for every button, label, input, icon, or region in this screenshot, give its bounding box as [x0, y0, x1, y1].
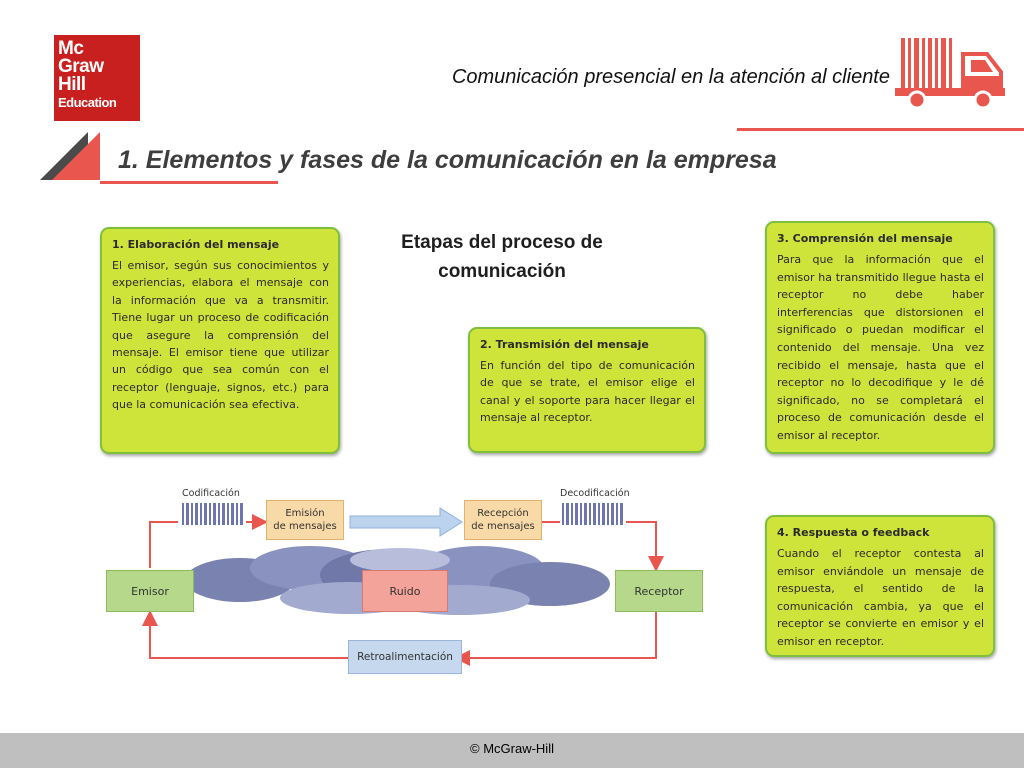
logo-line: Mc [58, 38, 84, 59]
stage-card-transmision: 2. Transmisión del mensaje En función de… [468, 327, 706, 453]
emision-box: Emisión de mensajes [266, 500, 344, 540]
card-title: 4. Respuesta o feedback [777, 526, 930, 539]
card-body: Cuando el receptor contesta al emisor en… [777, 547, 984, 648]
truck-icon [895, 38, 1005, 110]
retroalimentacion-box: Retroalimentación [348, 640, 462, 674]
ruido-box: Ruido [362, 570, 448, 612]
process-heading: Etapas del proceso de comunicación [372, 228, 632, 286]
process-heading-line: Etapas del proceso de [401, 232, 603, 253]
codificacion-label: Codificación [182, 488, 240, 499]
emision-line: de mensajes [273, 521, 337, 532]
section-title: 1. Elementos y fases de la comunicación … [118, 146, 777, 174]
stage-card-elaboracion: 1. Elaboración del mensaje El emisor, se… [100, 227, 340, 454]
emisor-box: Emisor [106, 570, 194, 612]
corner-triangle-icon [40, 132, 100, 180]
course-title: Comunicación presencial en la atención a… [451, 66, 890, 88]
card-body: En función del tipo de comunicación de q… [480, 359, 695, 425]
logo-line: Education [58, 95, 117, 110]
codificacion-barcode-icon [182, 503, 243, 525]
stage-card-comprension: 3. Comprensión del mensaje Para que la i… [765, 221, 995, 454]
logo-line: Hill [58, 74, 86, 95]
transmission-arrow-icon [349, 507, 463, 537]
logo-line: Graw [58, 56, 104, 77]
card-title: 3. Comprensión del mensaje [777, 232, 953, 245]
decodificacion-barcode-icon [562, 503, 623, 525]
copyright-text: © McGraw-Hill [470, 741, 554, 756]
card-title: 1. Elaboración del mensaje [112, 238, 280, 251]
communication-diagram: Codificación Decodificación Emisión de m… [100, 480, 710, 680]
recepcion-line: de mensajes [471, 521, 535, 532]
receptor-box: Receptor [615, 570, 703, 612]
recepcion-box: Recepción de mensajes [464, 500, 542, 540]
header-divider [737, 128, 1024, 131]
process-heading-line: comunicación [438, 261, 566, 282]
card-body: Para que la información que el emisor ha… [777, 253, 984, 442]
card-title: 2. Transmisión del mensaje [480, 338, 649, 351]
mcgraw-hill-logo: Mc Graw Hill Education [54, 35, 140, 121]
decodificacion-label: Decodificación [560, 488, 630, 499]
card-body: El emisor, según sus conocimientos y exp… [112, 259, 329, 412]
footer-bar [0, 733, 1024, 768]
recepcion-line: Recepción [477, 508, 529, 519]
stage-card-feedback: 4. Respuesta o feedback Cuando el recept… [765, 515, 995, 657]
emision-line: Emisión [285, 508, 325, 519]
title-underline [100, 181, 278, 184]
